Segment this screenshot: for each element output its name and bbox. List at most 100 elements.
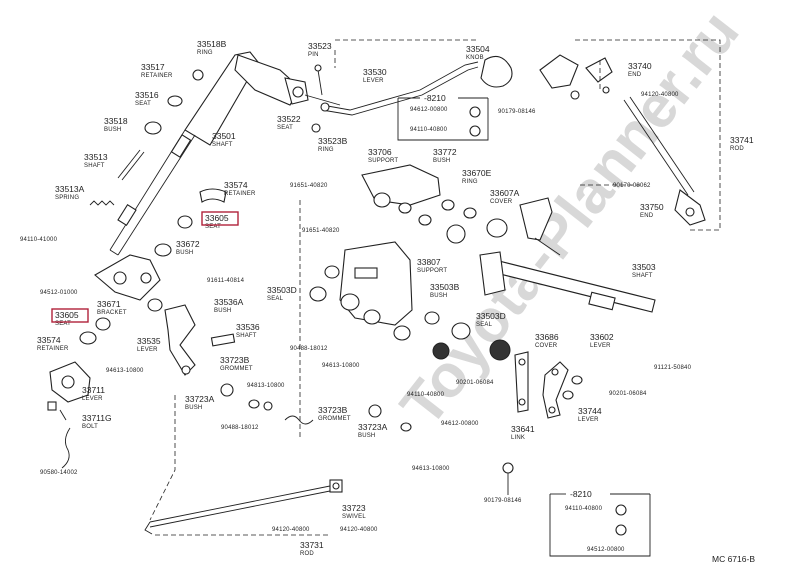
callout-number: 33522 bbox=[277, 114, 301, 124]
group-label-top: -8210 bbox=[424, 93, 446, 103]
part-number-p2: 94512-01000 bbox=[40, 290, 78, 296]
callout-name: LEVER bbox=[590, 343, 611, 349]
part-number-p15: 90488-18012 bbox=[221, 425, 259, 431]
callout-number: 33503D bbox=[476, 311, 506, 321]
callout-name: ROD bbox=[730, 146, 744, 152]
part-number-p9: 94120-40800 bbox=[641, 92, 679, 98]
callout-name: SEAT bbox=[55, 321, 71, 327]
part-number-p1: 94110-41000 bbox=[20, 237, 58, 243]
part-number-p13: 94613-10800 bbox=[106, 368, 144, 374]
part-number-p19: 91121-50840 bbox=[654, 365, 692, 371]
part-number-p3: 91611-40814 bbox=[207, 278, 245, 284]
callout-name: RETAINER bbox=[141, 73, 173, 79]
part-number-p12: 94613-10800 bbox=[322, 363, 360, 369]
rod-assembly-right bbox=[539, 54, 706, 226]
callout-name: SUPPORT bbox=[417, 268, 447, 274]
part-number-p20: 94612-00800 bbox=[441, 421, 479, 427]
callout-name: LEVER bbox=[137, 347, 158, 353]
callout-number: 33641 bbox=[511, 424, 535, 434]
lever-bracket-left bbox=[47, 254, 236, 469]
callout-name: SHAFT bbox=[632, 273, 653, 279]
highlight-boxes bbox=[51, 211, 239, 323]
callout-name: BUSH bbox=[430, 293, 447, 299]
support-assembly-center bbox=[309, 164, 508, 341]
callout-number: 33772 bbox=[433, 147, 457, 157]
group-box-top: -8210 bbox=[397, 93, 489, 141]
callout-number: 33574 bbox=[224, 180, 248, 190]
part-number-p8: 90179-08146 bbox=[498, 109, 536, 115]
callout-name: SEAL bbox=[267, 296, 284, 302]
callout-name: SEAL bbox=[476, 322, 493, 328]
part-number-p4: 91651-40820 bbox=[290, 183, 328, 189]
callout-number: 33535 bbox=[137, 336, 161, 346]
callout-name: SPRING bbox=[55, 195, 79, 201]
callout-number: 33744 bbox=[578, 406, 602, 416]
callout-name: BRACKET bbox=[97, 310, 127, 316]
part-number-p23: 90179-08146 bbox=[484, 498, 522, 504]
callout-name: KNOB bbox=[466, 55, 484, 61]
callout-number: 33741 bbox=[730, 135, 754, 145]
part-number-p27: 94120-40800 bbox=[340, 527, 378, 533]
callout-number: 33523 bbox=[308, 41, 332, 51]
callout-number: 33723 bbox=[342, 503, 366, 513]
callout-name: BUSH bbox=[433, 158, 450, 164]
main-shaft-assembly bbox=[109, 51, 341, 256]
callout-number: 33503B bbox=[430, 282, 460, 292]
control-rod-bottom bbox=[144, 479, 343, 535]
callout-number: 33605 bbox=[55, 310, 79, 320]
part-number-p10: 90170-08062 bbox=[613, 183, 651, 189]
callout-number: 33671 bbox=[97, 299, 121, 309]
shaft-right bbox=[479, 197, 656, 313]
part-number-p18: 90201-06084 bbox=[609, 391, 647, 397]
callout-number: 33513 bbox=[84, 152, 108, 162]
callout-labels: 33518BRING33517RETAINER33516SEAT33518BUS… bbox=[37, 39, 754, 557]
part-number-p25: 94512-00800 bbox=[587, 547, 625, 553]
callout-number: 33516 bbox=[135, 90, 159, 100]
callout-name: SEAT bbox=[205, 224, 221, 230]
shift-lever-and-knob bbox=[311, 55, 513, 133]
callout-name: SEAT bbox=[277, 125, 293, 131]
callout-number: 33504 bbox=[466, 44, 490, 54]
callout-number: 33574 bbox=[37, 335, 61, 345]
callout-name: RETAINER bbox=[224, 191, 256, 197]
dashed-guides bbox=[149, 39, 721, 536]
callout-number: 33536 bbox=[236, 322, 260, 332]
callout-number: 33686 bbox=[535, 332, 559, 342]
part-number-p22: 90580-14002 bbox=[40, 470, 78, 476]
callout-number: 33607A bbox=[490, 188, 520, 198]
part-number-p24: 94110-40800 bbox=[565, 506, 603, 512]
callout-name: SHAFT bbox=[212, 142, 233, 148]
callout-name: LEVER bbox=[363, 78, 384, 84]
callout-number: 33503 bbox=[632, 262, 656, 272]
callout-number: 33731 bbox=[300, 540, 324, 550]
callout-number: 33518 bbox=[104, 116, 128, 126]
callout-name: BUSH bbox=[214, 308, 231, 314]
callout-name: COVER bbox=[490, 199, 513, 205]
